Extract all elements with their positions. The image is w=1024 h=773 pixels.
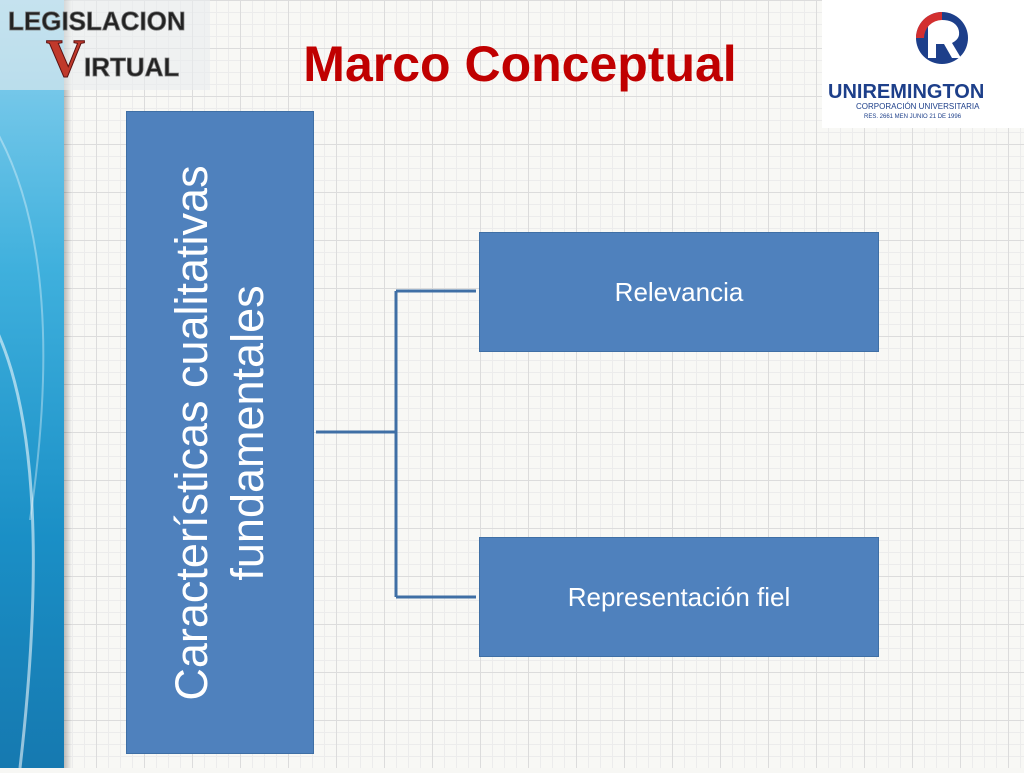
- root-node-box: Características cualitativas fundamental…: [126, 111, 314, 754]
- logo-brand-text: UNIREMINGTON: [828, 81, 984, 103]
- child-node-label: Relevancia: [614, 277, 744, 307]
- logo-res-text: RES. 2661 MEN JUNIO 21 DE 1996: [864, 114, 962, 120]
- left-band-shadow: [64, 0, 72, 768]
- child-node-representacion-fiel: Representación fiel: [479, 537, 879, 657]
- root-node-label: Características cualitativas fundamental…: [164, 118, 276, 748]
- uniremington-logo: UNIREMINGTON CORPORACIÓN UNIVERSITARIA R…: [822, 0, 1024, 128]
- logo-sub-text: CORPORACIÓN UNIVERSITARIA: [856, 102, 980, 111]
- child-node-relevancia: Relevancia: [479, 232, 879, 352]
- logo-text-bottom: IRTUAL: [84, 52, 179, 82]
- root-node-line2: fundamentales: [222, 284, 273, 581]
- legislacion-virtual-logo: LEGISLACION V IRTUAL: [0, 0, 210, 90]
- page-title: Marco Conceptual: [303, 36, 737, 92]
- swoosh-decoration: [0, 135, 45, 769]
- logo-text-top: LEGISLACION: [8, 6, 186, 36]
- left-decorative-band: [0, 0, 64, 769]
- logo-v-initial: V: [46, 28, 85, 88]
- root-node-line1: Características cualitativas: [166, 164, 217, 701]
- child-node-label: Representación fiel: [567, 582, 791, 612]
